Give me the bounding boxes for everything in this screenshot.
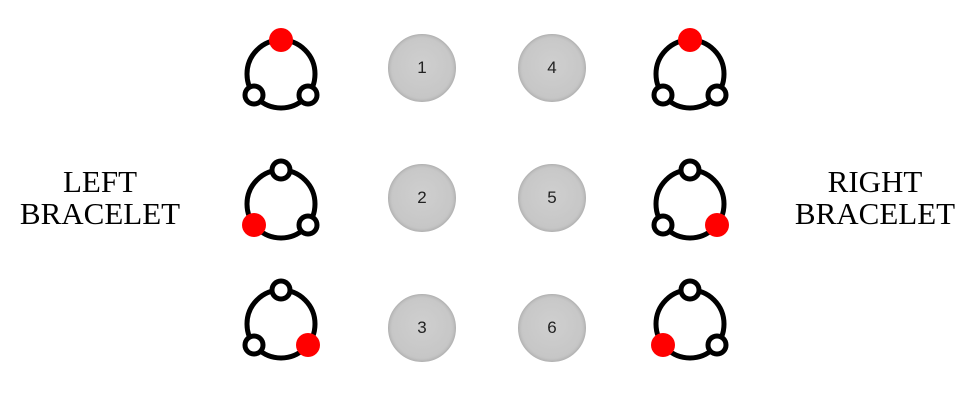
bracelet-graphic — [242, 158, 320, 241]
right-bracelet-3 — [640, 274, 740, 374]
option-button-5[interactable]: 5 — [518, 164, 586, 232]
white-bead — [678, 278, 702, 302]
right-bracelet-2 — [640, 154, 740, 254]
right-bracelet-1 — [640, 24, 740, 124]
white-bead — [651, 213, 675, 237]
bracelet-graphic — [242, 278, 320, 361]
red-bead — [705, 213, 729, 237]
left-bracelet-3 — [231, 274, 331, 374]
bracelet-graphic — [651, 28, 729, 111]
red-bead — [242, 213, 266, 237]
white-bead — [269, 278, 293, 302]
option-button-3[interactable]: 3 — [388, 294, 456, 362]
option-button-4[interactable]: 4 — [518, 34, 586, 102]
option-button-2[interactable]: 2 — [388, 164, 456, 232]
left-bracelet-2 — [231, 154, 331, 254]
red-bead — [651, 333, 675, 357]
white-bead — [296, 213, 320, 237]
white-bead — [705, 83, 729, 107]
white-bead — [651, 83, 675, 107]
left-bracelet-1 — [231, 24, 331, 124]
option-button-1[interactable]: 1 — [388, 34, 456, 102]
right-bracelet-label: RIGHT BRACELET — [790, 166, 960, 230]
right-label-line1: RIGHT — [827, 164, 923, 199]
bracelet-graphic — [651, 158, 729, 241]
right-label-line2: BRACELET — [794, 196, 956, 231]
white-bead — [269, 158, 293, 182]
bracelet-graphic — [651, 278, 729, 361]
red-bead — [296, 333, 320, 357]
white-bead — [242, 83, 266, 107]
white-bead — [705, 333, 729, 357]
red-bead — [269, 28, 293, 52]
left-label-line1: LEFT — [62, 164, 138, 199]
white-bead — [678, 158, 702, 182]
white-bead — [242, 333, 266, 357]
bracelet-graphic — [242, 28, 320, 111]
white-bead — [296, 83, 320, 107]
option-button-6[interactable]: 6 — [518, 294, 586, 362]
left-bracelet-label: LEFT BRACELET — [15, 166, 185, 230]
left-label-line2: BRACELET — [19, 196, 181, 231]
red-bead — [678, 28, 702, 52]
